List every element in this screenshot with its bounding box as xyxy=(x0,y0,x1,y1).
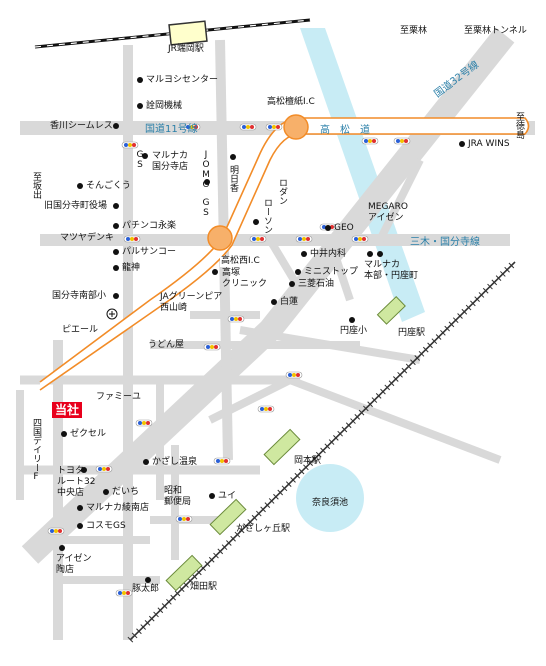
place-showa-post: 昭和 郵便局 xyxy=(164,486,192,507)
station-label-kazashigaoka: かざしヶ丘駅 xyxy=(236,524,291,534)
place-butataro: 豚太郎 xyxy=(132,584,160,594)
road-diag-a xyxy=(239,326,421,364)
place-marunaka-enza: マルナカ 本部・円座町 xyxy=(364,260,419,281)
place-narasu-pond: 奈良須池 xyxy=(312,498,349,508)
station-label-jr-hataoka: JR端岡駅 xyxy=(168,44,204,54)
place-mitsubishi-oil: 三菱石油 xyxy=(298,279,335,289)
place-pierre: ピエール xyxy=(62,325,99,335)
place-marunaka-ryonan: マルナカ綾南店 xyxy=(86,503,150,513)
place-takatsuka-clinic: 高塚 クリニック xyxy=(222,268,268,289)
place-marunaka-kokubunji: マルナカ 国分寺店 xyxy=(152,151,189,172)
place-old-town-office: 旧国分寺町役場 xyxy=(44,201,108,211)
station-jr-hataoka xyxy=(168,20,208,46)
place-jra-wins: JRA WINS xyxy=(468,139,510,149)
station-enza xyxy=(376,295,406,325)
road-diag-f xyxy=(376,158,424,242)
ic-nishi xyxy=(207,225,233,251)
station-hatada xyxy=(165,554,203,592)
place-pachinko: パチンコ永楽 xyxy=(122,221,177,231)
place-gs2: GS xyxy=(201,198,211,218)
railway-jr xyxy=(34,18,311,49)
place-aizen-sueda: アイゼン 陶店 xyxy=(56,554,92,575)
own-company-marker: 当社 xyxy=(52,402,83,418)
place-jomo: JOMO xyxy=(201,150,211,190)
dir-sakaide: 至坂出 xyxy=(31,172,41,199)
ic-label-nishi: 高松西I.C xyxy=(220,256,261,267)
place-markers xyxy=(59,77,465,583)
place-maruyoshi: マルヨシセンター xyxy=(146,75,219,85)
place-cosmo-gs: コスモGS xyxy=(86,521,126,531)
place-ryujin: 龍神 xyxy=(122,263,141,273)
ic-label-hinoki: 高松檀紙I.C xyxy=(266,97,316,108)
road-label-route11: 国道11号線 xyxy=(145,124,198,135)
place-udonya: うどん屋 xyxy=(148,340,185,350)
place-zexel: ゼクセル xyxy=(70,429,107,439)
ic-hinoki xyxy=(283,114,309,140)
place-geo: GEO xyxy=(334,223,354,233)
place-toyota: トヨタ ルート32 中央店 xyxy=(57,466,96,498)
place-sonkogura: そんごくう xyxy=(86,181,131,191)
station-okamoto xyxy=(263,428,301,466)
place-family-mart: ファミーユ xyxy=(96,392,142,402)
pond xyxy=(296,464,364,532)
place-matsuya-denki: マツヤデンキ xyxy=(60,233,115,243)
railway-kotoden xyxy=(127,259,518,643)
place-shikoku-dairy: 四国デイリーF xyxy=(31,418,41,482)
place-kokubunji-minami: 国分寺南部小 xyxy=(52,291,107,301)
road-diag-e xyxy=(326,238,354,302)
place-enza-elem: 円座小 xyxy=(340,326,368,336)
place-hakuren: 白蓮 xyxy=(280,297,299,307)
dir-tokushima: 至徳島 xyxy=(514,112,524,139)
dir-kuribayashi: 至栗林 xyxy=(400,26,428,36)
road-diag-c xyxy=(208,376,292,424)
station-label-hatada: 畑田駅 xyxy=(190,582,218,592)
place-gs1: GS xyxy=(135,150,145,170)
place-megaro: MEGARO アイゼン xyxy=(368,202,408,223)
place-ja-green: JAグリーンピア 西山崎 xyxy=(160,292,223,313)
place-yui: ユイ xyxy=(218,491,237,501)
road-diag-b xyxy=(288,376,502,464)
road-label-miki: 三木・国分寺線 xyxy=(410,237,480,248)
place-rodan: ロダン xyxy=(277,178,287,205)
place-senoh: 詮岡機械 xyxy=(146,101,183,111)
place-palsan-kou: パルサンコー xyxy=(122,247,177,257)
road-label-takamatsu-exp: 高 松 道 xyxy=(320,125,370,136)
river xyxy=(300,28,425,322)
station-label-okamoto: 岡本駅 xyxy=(294,456,322,466)
dir-kuribayashi-tunnel: 至栗林トンネル xyxy=(464,26,527,36)
place-lawson: ローソン xyxy=(262,198,272,234)
place-kazashi-onsen: かざし温泉 xyxy=(152,457,198,467)
place-daichi: だいち xyxy=(112,487,140,497)
station-kazashigaoka xyxy=(209,498,247,536)
road-diag-d xyxy=(266,237,304,293)
place-ministop: ミニストップ xyxy=(304,267,359,277)
station-label-enza: 円座駅 xyxy=(398,328,426,338)
expressway xyxy=(39,117,530,391)
place-meijitsu: 明日香 xyxy=(228,165,238,192)
place-nakai-clinic: 中井内科 xyxy=(310,249,347,259)
place-kagawa-seamless: 香川シームレス xyxy=(50,121,113,131)
